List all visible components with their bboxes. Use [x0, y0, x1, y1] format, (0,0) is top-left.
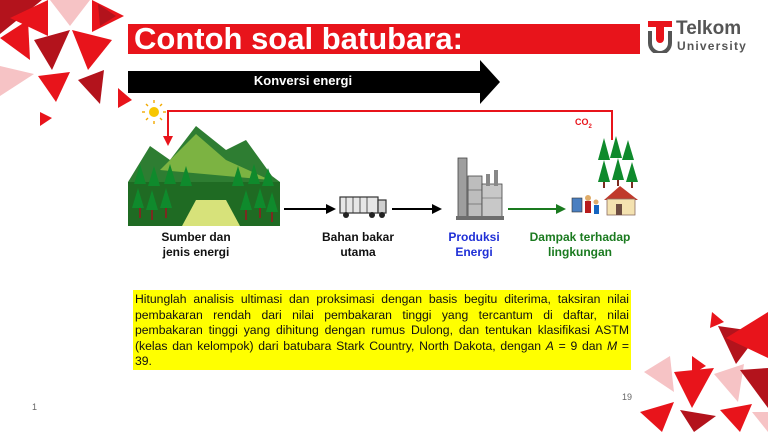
- page-number: 19: [622, 392, 633, 402]
- flow-arrow-2: [392, 204, 442, 214]
- sun-icon: [142, 100, 166, 124]
- environment-impact-icon: [571, 136, 638, 216]
- decorative-triangles-top-left: [0, 0, 132, 126]
- decorative-triangles-bottom-right: [640, 312, 768, 432]
- banner-label: Konversi energi: [253, 73, 353, 88]
- logo-word-telkom: Telkom: [676, 18, 742, 39]
- coal-truck-icon: [339, 196, 387, 218]
- page-title: Contoh soal batubara:: [134, 21, 463, 56]
- flow-arrow-1: [284, 204, 336, 214]
- logo-word-university: University: [677, 39, 748, 53]
- slide-number: 1: [32, 402, 38, 412]
- forest-mountain-icon: [128, 126, 280, 226]
- co2-feedback-arrow: [163, 110, 613, 146]
- telkom-university-logo: Telkom University: [646, 17, 756, 57]
- energy-conversion-arrow: [128, 60, 500, 104]
- flow-arrow-3: [508, 204, 566, 214]
- telkom-logo-icon: [648, 21, 672, 53]
- power-plant-icon: [456, 157, 504, 220]
- co2-label: CO2: [575, 117, 592, 130]
- title-bar: [128, 24, 640, 54]
- problem-statement: Hitunglah analisis ultimasi dan proksima…: [133, 290, 631, 370]
